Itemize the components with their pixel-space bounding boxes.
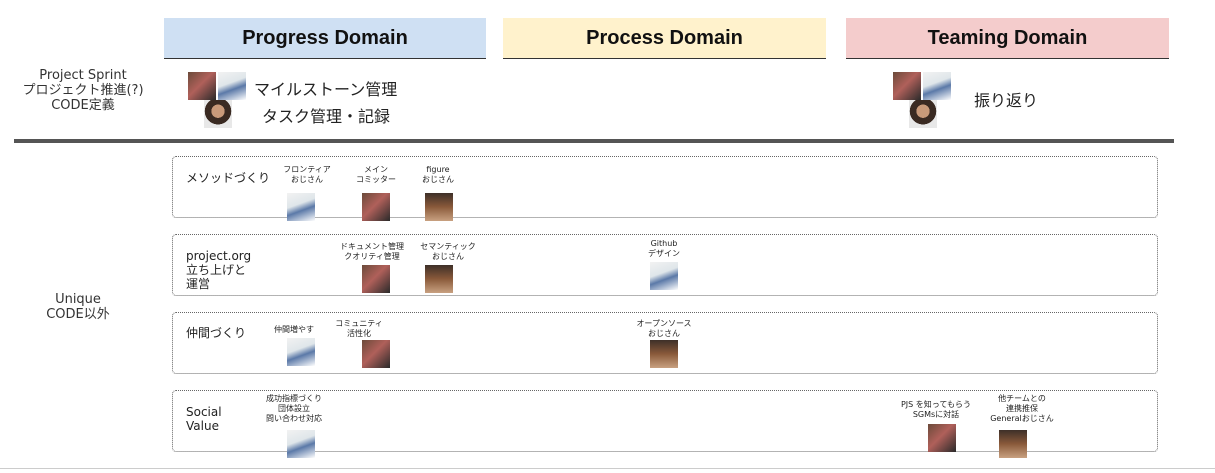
- member-photo: [650, 262, 678, 290]
- bottom-divider: [0, 468, 1215, 469]
- role-label: 成功指標づくり 団体設立 問い合わせ対応: [258, 394, 330, 424]
- row-label-line: 運営: [186, 277, 211, 291]
- project-sprint-label-line: Project Sprint: [39, 68, 127, 83]
- row-label: Social Value: [186, 405, 222, 433]
- teaming-domain-header: Teaming Domain: [846, 18, 1169, 59]
- role-label: セマンティック おじさん: [412, 242, 484, 262]
- member-photo: [362, 193, 390, 221]
- member-photo: [362, 265, 390, 293]
- role-label: メイン コミッター: [345, 165, 407, 185]
- row-box-community: [172, 312, 1158, 374]
- role-label-line: クオリティ管理: [344, 252, 400, 261]
- process-domain-title: Process Domain: [586, 26, 743, 49]
- role-label-line: おじさん: [291, 175, 323, 184]
- row-label: project.org 立ち上げと 運営: [186, 249, 251, 291]
- project-sprint-label: Project Sprint プロジェクト推進(?) CODE定義: [8, 68, 158, 113]
- member-photo: [204, 100, 232, 128]
- row-label-line: project.org: [186, 249, 252, 263]
- row-label-line: 立ち上げと: [186, 263, 247, 277]
- member-photo: [218, 72, 246, 100]
- role-label: Github デザイン: [634, 239, 694, 259]
- role-label: PJS を知ってもらう SGMsに対話: [894, 400, 978, 420]
- row-box-methods: [172, 156, 1158, 218]
- role-label-line: ドキュメント管理: [340, 242, 404, 251]
- role-label: オープンソース おじさん: [626, 319, 702, 339]
- teaming-domain-title: Teaming Domain: [927, 26, 1088, 49]
- process-domain-header: Process Domain: [503, 18, 826, 59]
- row-box-social-value: [172, 390, 1158, 452]
- member-photo: [425, 265, 453, 293]
- member-photo: [188, 72, 216, 100]
- task-management-text: タスク管理・記録: [262, 107, 391, 126]
- row-box-project-org: [172, 234, 1158, 296]
- unique-label: Unique CODE以外: [18, 292, 138, 322]
- member-photo: [893, 72, 921, 100]
- role-label: 仲間増やす: [264, 325, 324, 335]
- role-label-line: コミュニティ: [335, 319, 383, 328]
- role-label-line: 活性化: [347, 329, 371, 338]
- member-photo: [999, 430, 1027, 458]
- member-photo: [287, 193, 315, 221]
- member-photo: [425, 193, 453, 221]
- role-label-line: 問い合わせ対応: [266, 414, 322, 423]
- member-photo: [650, 340, 678, 368]
- role-label-line: メイン: [364, 165, 388, 174]
- member-photo: [923, 72, 951, 100]
- role-label-line: Github: [650, 239, 678, 248]
- role-label-line: オープンソース: [636, 319, 692, 328]
- row-label: メソッドづくり: [186, 171, 271, 185]
- role-label: 他チームとの 連携推保 Generalおじさん: [980, 394, 1064, 424]
- progress-domain-header: Progress Domain: [164, 18, 486, 59]
- member-photo: [909, 100, 937, 128]
- progress-domain-title: Progress Domain: [242, 26, 408, 49]
- project-sprint-label-line: CODE定義: [51, 98, 115, 113]
- role-label-line: PJS を知ってもらう: [900, 400, 971, 409]
- row-label-line: Social: [186, 405, 222, 419]
- member-photo: [287, 430, 315, 458]
- role-label-line: 連携推保: [1006, 404, 1038, 413]
- role-label-line: 他チームとの: [998, 394, 1046, 403]
- role-label: コミュニティ 活性化: [328, 319, 390, 339]
- member-photo: [287, 338, 315, 366]
- role-label: ドキュメント管理 クオリティ管理: [336, 242, 408, 262]
- section-divider: [14, 139, 1174, 143]
- project-sprint-label-line: プロジェクト推進(?): [22, 83, 144, 98]
- row-label: 仲間づくり: [186, 326, 247, 340]
- role-label-line: Generalおじさん: [990, 414, 1054, 423]
- role-label: figure おじさん: [410, 165, 466, 185]
- retrospective-text: 振り返り: [974, 91, 1039, 110]
- row-label-line: Value: [186, 419, 219, 433]
- unique-label-line: Unique: [55, 292, 101, 307]
- member-photo: [362, 340, 390, 368]
- role-label-line: SGMsに対話: [912, 410, 960, 419]
- role-label-line: セマンティック: [420, 242, 476, 251]
- role-label-line: 仲間増やす: [274, 325, 314, 334]
- milestone-management-text: マイルストーン管理: [254, 80, 398, 99]
- unique-label-line: CODE以外: [46, 307, 110, 322]
- role-label-line: デザイン: [648, 249, 680, 258]
- role-label-line: 団体設立: [278, 404, 310, 413]
- role-label-line: 成功指標づくり: [266, 394, 322, 403]
- role-label-line: おじさん: [422, 175, 454, 184]
- role-label-line: フロンティア: [283, 165, 331, 174]
- member-photo: [928, 424, 956, 452]
- role-label-line: おじさん: [648, 329, 680, 338]
- role-label: フロンティア おじさん: [276, 165, 338, 185]
- role-label-line: figure: [426, 165, 450, 174]
- role-label-line: おじさん: [432, 252, 464, 261]
- role-label-line: コミッター: [356, 175, 396, 184]
